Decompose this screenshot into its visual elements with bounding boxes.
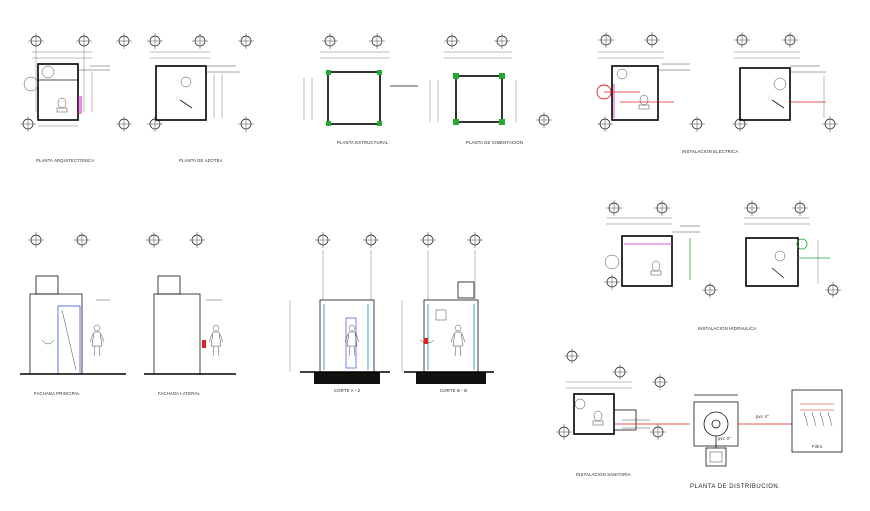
fachada-principal-drawing [20,231,126,375]
instalacion-sanitaria-drawing [555,347,690,441]
label-instalacion-sanitaria: INSTALACION SANITARIA [576,472,631,477]
planta-distribucion-drawing [693,389,843,467]
planta-cimentacion-drawing [429,32,553,129]
label-planta-estructural: PLANTA ESTRUCTURAL [337,140,389,145]
label-fachada-principal: FACHADA PRINCIPAL [34,391,80,396]
instalacion-hidraulica-drawing [603,199,842,299]
instalacion-electrica-drawing [596,31,839,133]
label-planta-azotea: PLANTA DE AZOTEA [179,158,223,163]
corte-a-drawing [289,231,390,384]
label-planta-cimentacion: PLANTA DE CIMENTACION [466,140,523,145]
corte-b-drawing [401,231,494,384]
label-filtro: Filtro [812,444,823,449]
label-planta-distribucion: PLANTA DE DISTRIBUCION. [690,484,780,490]
label-instalacion-hidraulica: INSTALACION HIDRAULICA [698,326,757,331]
planta-arquitectonica-drawing [19,32,133,133]
fachada-lateral-drawing [144,231,236,375]
planta-estructural-drawing [303,32,418,126]
label-corte-a: CORTE A - 2 [334,388,361,393]
label-corte-b: CORTE B - B [440,388,467,393]
label-instalacion-electrica: INSTALACION ELECTRICA [682,149,738,154]
label-pvc-3: pvc 3" [718,436,731,441]
label-pvc-4: pvc 4" [756,414,769,419]
planta-azotea-drawing [146,32,255,133]
label-planta-arquitectonica: PLANTA ARQUITECTONICA [36,158,94,163]
label-fachada-lateral: FACHADA LATERAL [158,391,200,396]
